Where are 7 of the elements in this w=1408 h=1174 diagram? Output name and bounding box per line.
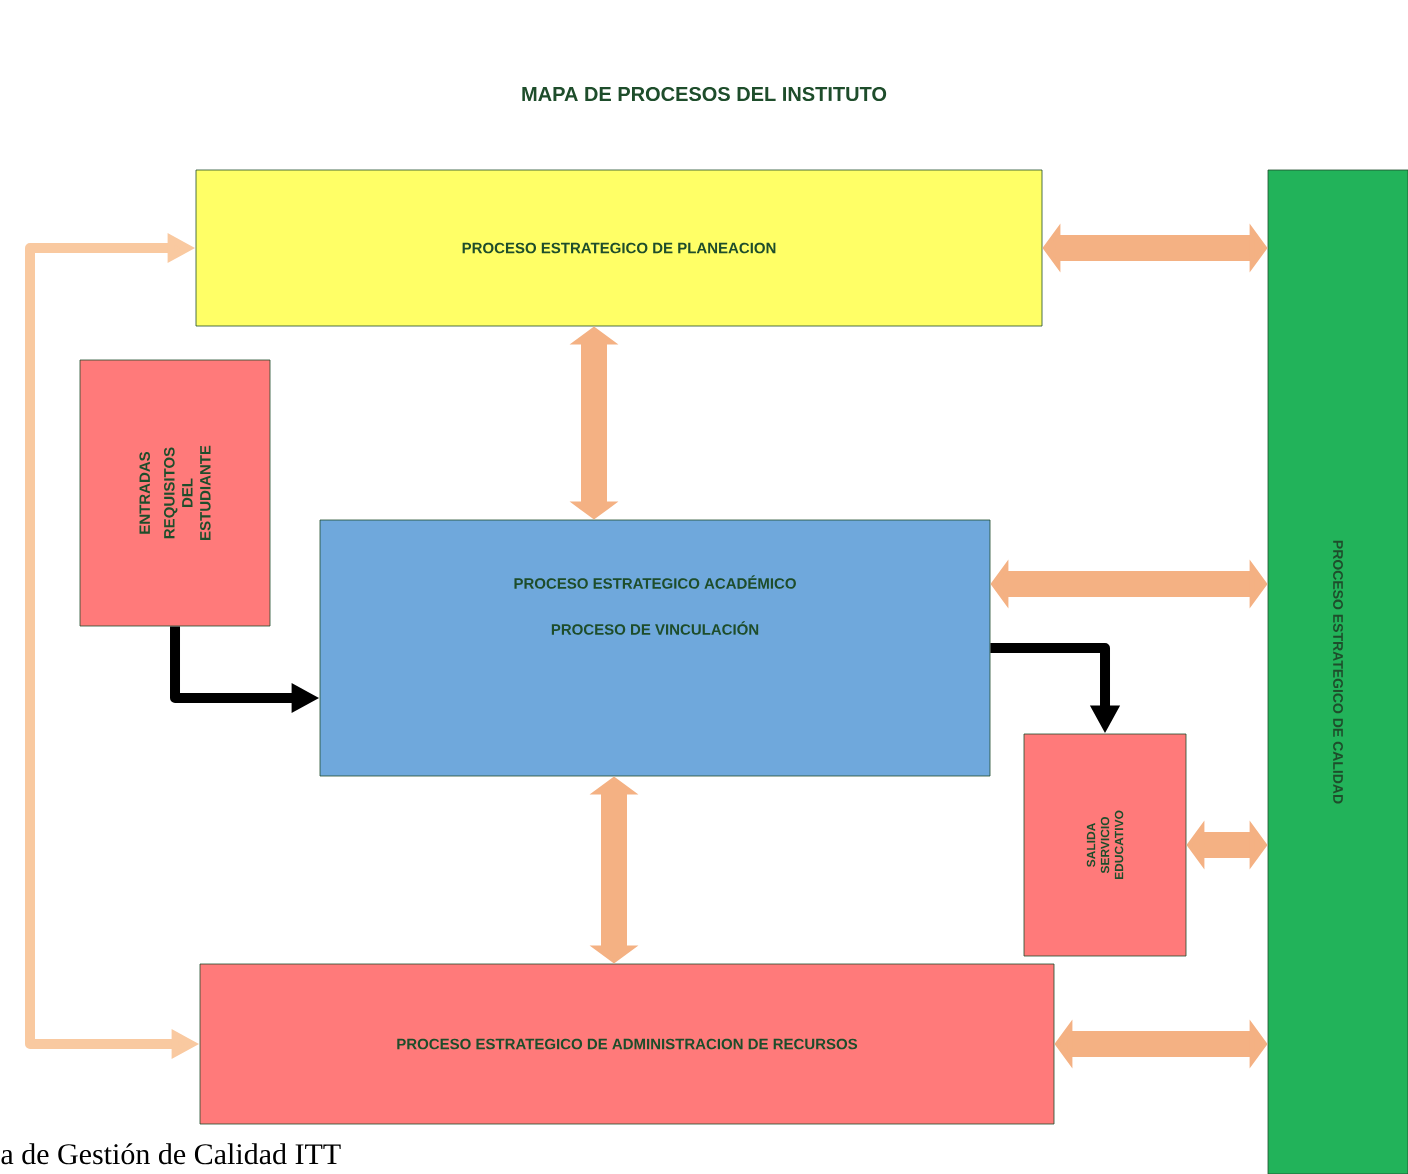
double-arrow bbox=[1054, 1019, 1268, 1069]
double-arrow bbox=[990, 559, 1268, 609]
double-arrow bbox=[1186, 820, 1268, 870]
double-arrow bbox=[569, 326, 619, 520]
double-arrow bbox=[1042, 223, 1268, 273]
footer-text: a de Gestión de Calidad ITT bbox=[1, 1143, 341, 1165]
title: MAPA DE PROCESOS DEL INSTITUTO bbox=[522, 86, 887, 102]
